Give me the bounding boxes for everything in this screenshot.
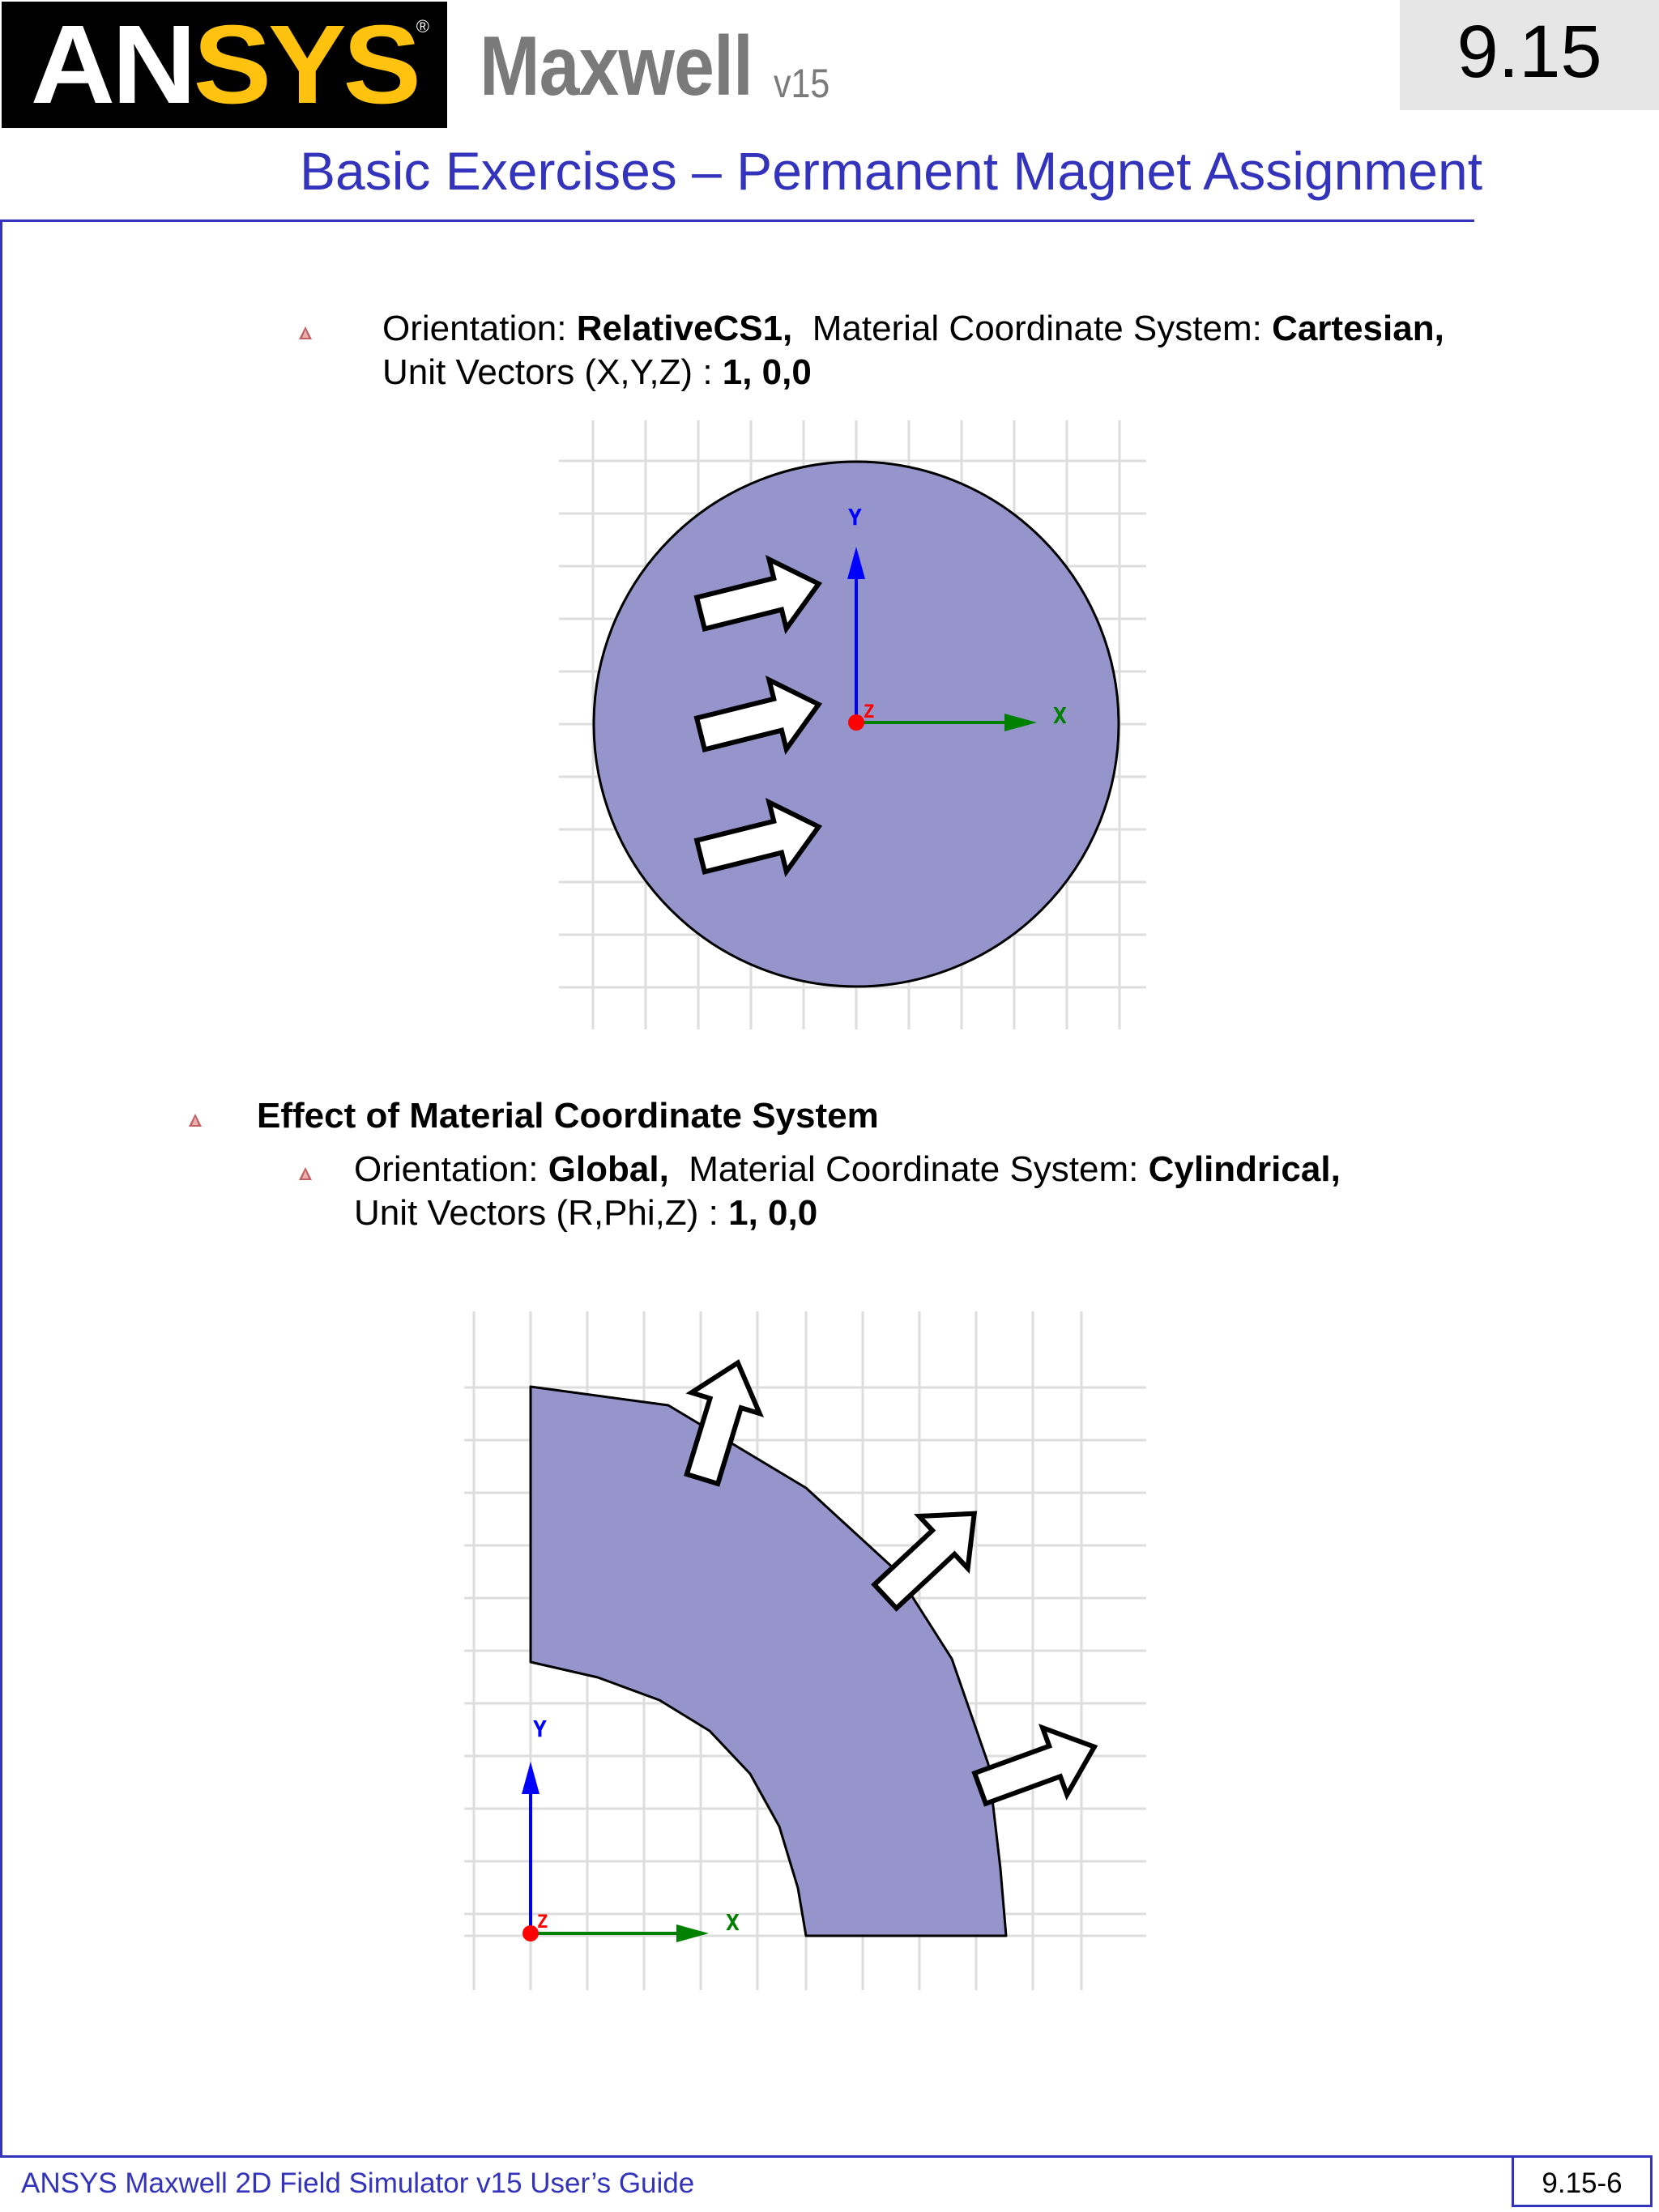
figure-cylindrical-magnet: Z Y X	[464, 1311, 1146, 1990]
section2-heading: Effect of Material Coordinate System	[257, 1096, 879, 1136]
footer-guide-title: ANSYS Maxwell 2D Field Simulator v15 Use…	[21, 2167, 695, 2199]
magnetization-arrow-icon	[871, 1511, 978, 1612]
footer-page-box	[1512, 2155, 1653, 2207]
bullet1-line1: Orientation: RelativeCS1, Material Coord…	[382, 309, 1444, 348]
logo-sys: SYS	[193, 2, 422, 127]
bullet-icon	[189, 1114, 202, 1127]
magnet-arc-segment	[529, 1385, 1008, 1937]
title-divider	[0, 219, 1474, 222]
page-title: Basic Exercises – Permanent Magnet Assig…	[300, 141, 1483, 201]
bullet-icon	[299, 326, 312, 339]
footer-page-number: 9.15-6	[1542, 2167, 1623, 2199]
logo-an: AN	[30, 2, 197, 127]
coordinate-axes: Z Y X	[847, 504, 1067, 731]
magnetization-arrow-icon	[693, 798, 823, 877]
magnetization-arrow-icon	[693, 676, 823, 755]
magnetization-arrow-icon	[684, 1359, 765, 1487]
bullet1-line2: Unit Vectors (X,Y,Z) : 1, 0,0	[382, 352, 812, 392]
bullet-icon	[299, 1167, 312, 1180]
axis-z-label: Z	[537, 1912, 548, 1933]
footer-divider	[0, 2155, 1512, 2158]
section-number: 9.15	[1456, 11, 1602, 93]
section-number-box	[1400, 0, 1659, 110]
logo-registered: ®	[416, 16, 429, 36]
axis-x-label: X	[1053, 702, 1067, 729]
product-name: Maxwell	[480, 19, 753, 113]
axis-z-label: Z	[864, 702, 874, 722]
axis-x-label: X	[726, 1909, 740, 1936]
left-border	[0, 219, 2, 2157]
magnetization-arrow-icon	[693, 555, 823, 634]
axis-y-label: Y	[533, 1715, 547, 1742]
section2-line1: Orientation: Global, Material Coordinate…	[354, 1149, 1341, 1189]
section2-line2: Unit Vectors (R,Phi,Z) : 1, 0,0	[354, 1193, 818, 1233]
magnetization-arrow-icon	[971, 1724, 1098, 1807]
product-version: v15	[774, 61, 830, 106]
axis-y-label: Y	[848, 504, 862, 531]
figure-cartesian-magnet: Z Y X	[559, 420, 1146, 1029]
coordinate-axes: Z Y X	[522, 1715, 740, 1942]
ansys-logo: ANSYS ®	[2, 2, 447, 128]
